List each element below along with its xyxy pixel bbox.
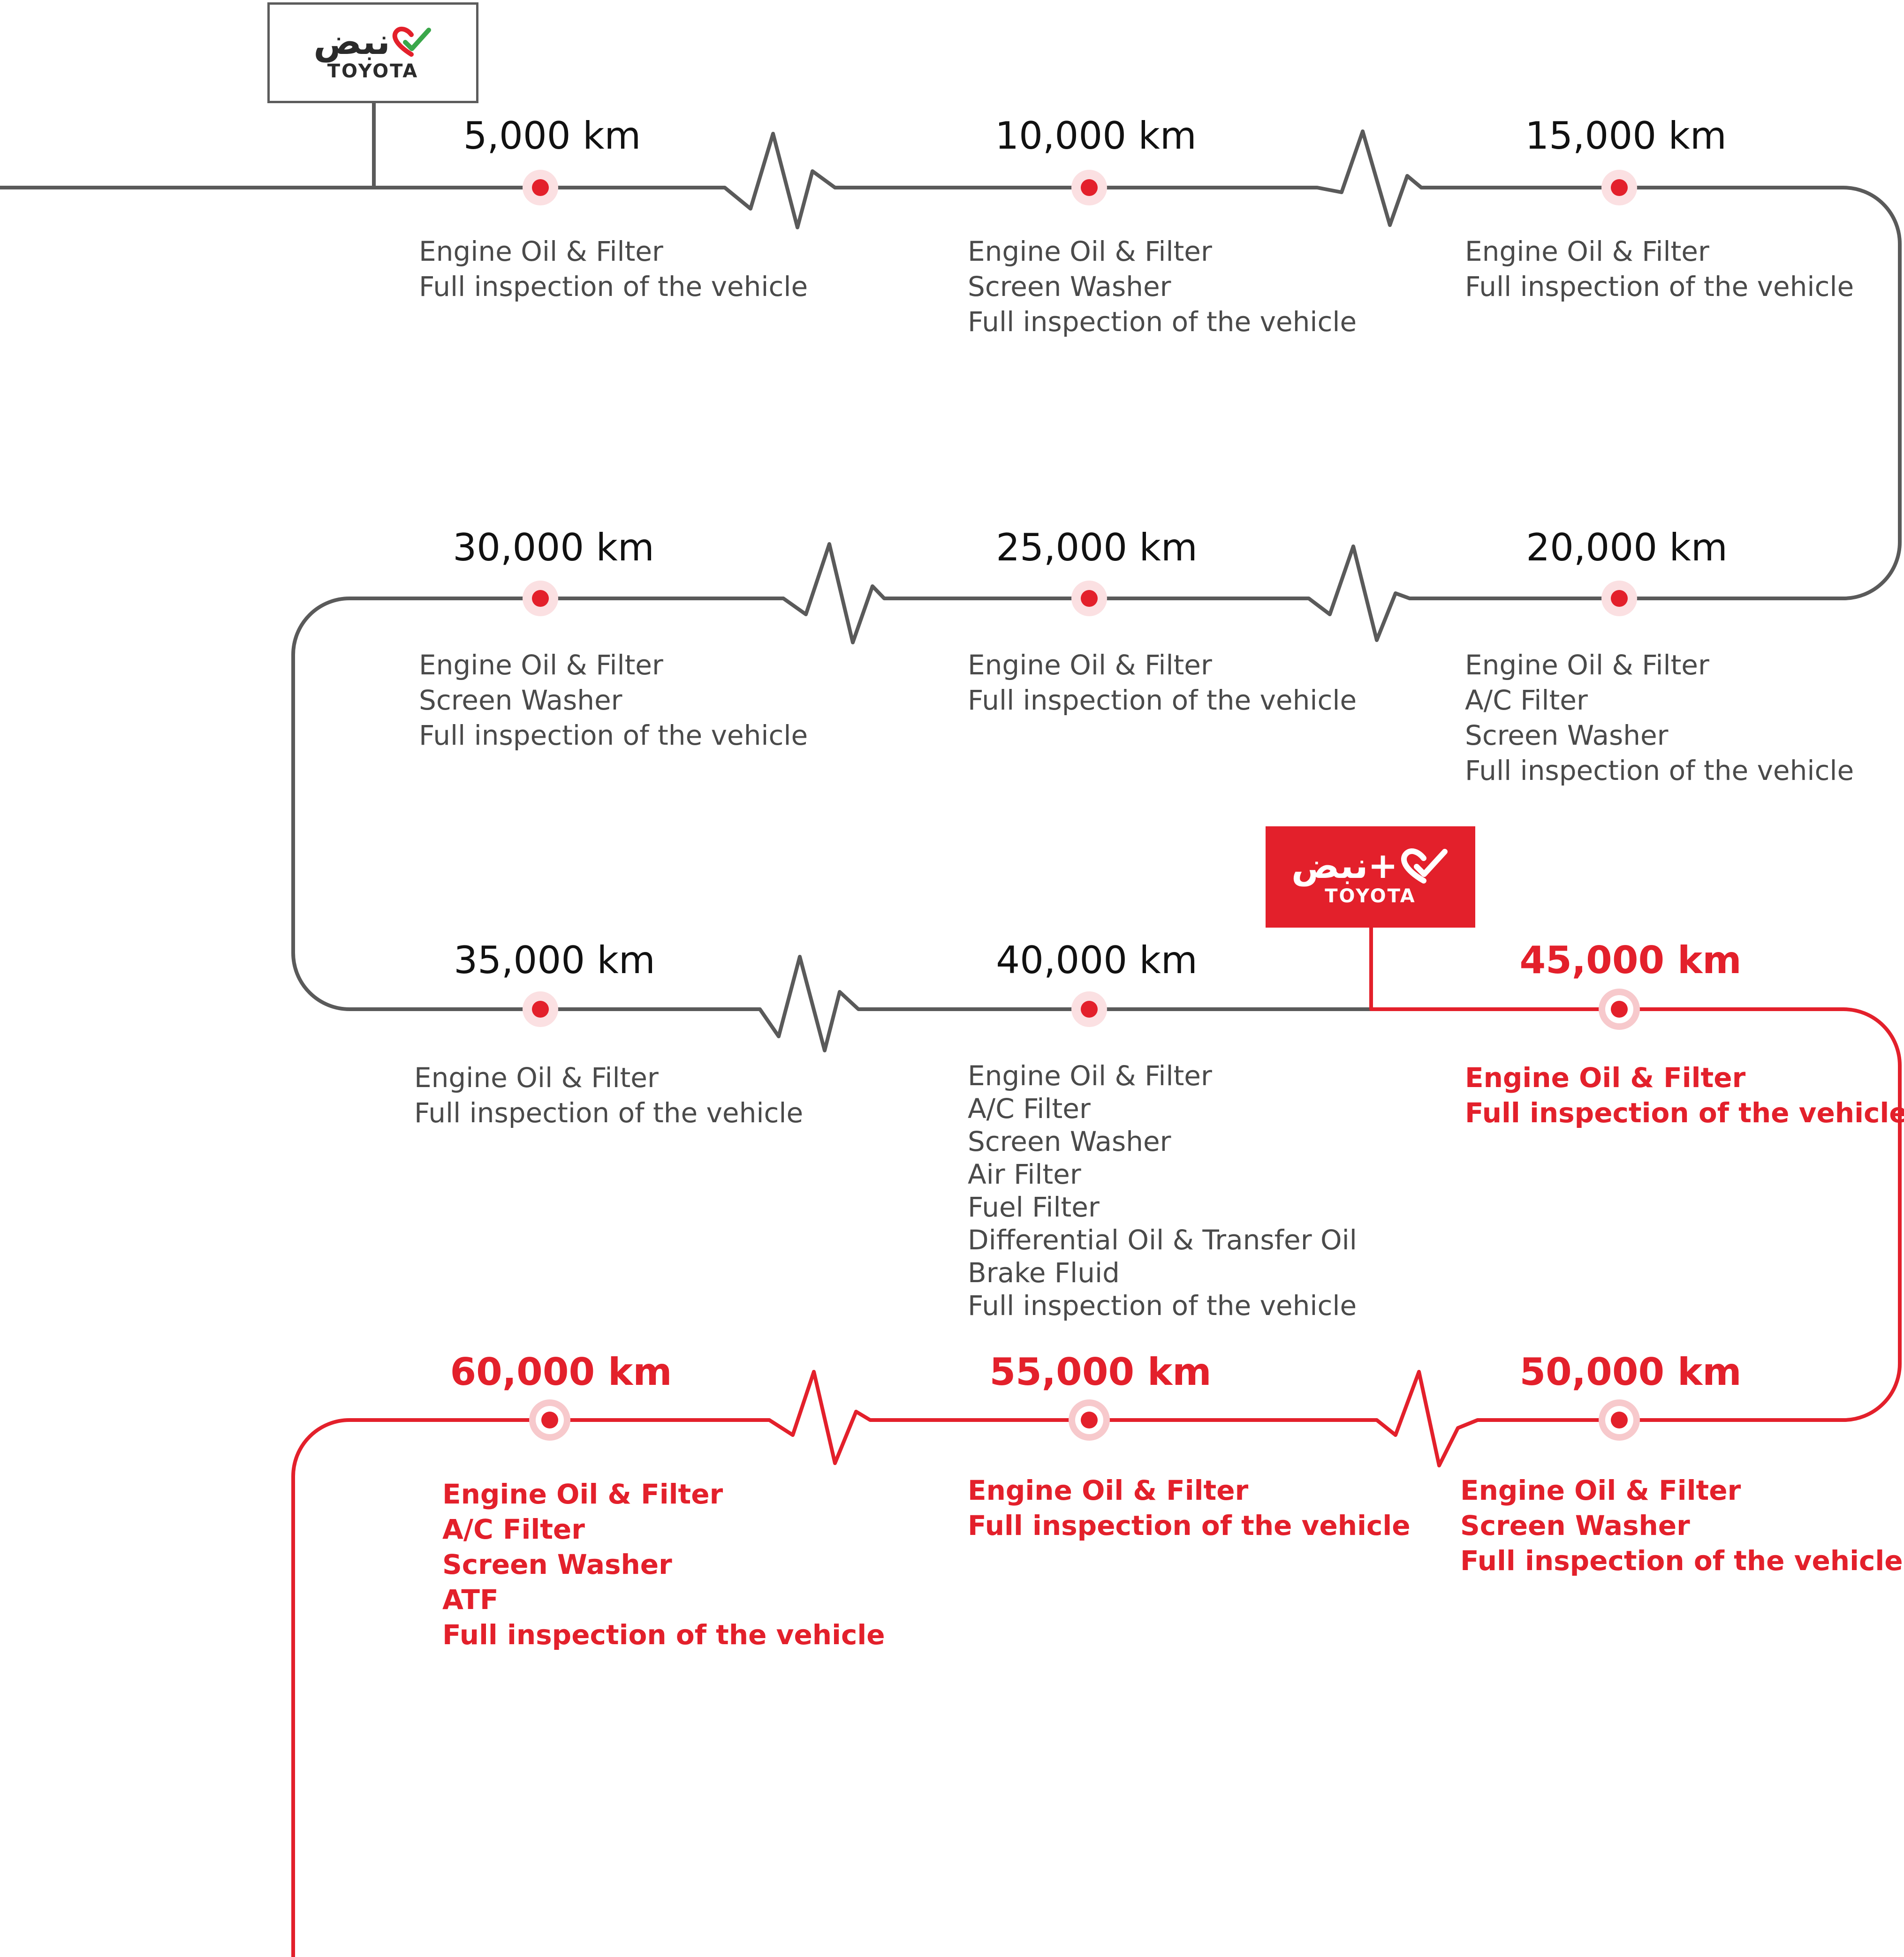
service-item: Full inspection of the vehicle <box>968 684 1357 716</box>
milestone-dot <box>1081 179 1098 196</box>
service-item: Engine Oil & Filter <box>968 1474 1249 1506</box>
service-item: Brake Fluid <box>968 1257 1120 1289</box>
milestone-dot <box>532 1001 549 1018</box>
milestone-label: 30,000 km <box>453 526 654 569</box>
service-item: Engine Oil & Filter <box>442 1478 723 1510</box>
nabd-toyota-logo: نبض TOYOTA <box>267 2 478 103</box>
milestone-items: Engine Oil & Filter Screen Washer Full i… <box>419 648 808 753</box>
service-item: Full inspection of the vehicle <box>968 306 1357 338</box>
heart-check-icon <box>392 26 431 57</box>
milestone-items: Engine Oil & Filter A/C Filter Screen Wa… <box>968 1059 1357 1322</box>
milestone-label: 55,000 km <box>989 1350 1212 1394</box>
service-item: Screen Washer <box>1460 1510 1690 1541</box>
service-item: Engine Oil & Filter <box>1465 649 1709 681</box>
milestone-label: 35,000 km <box>454 938 655 982</box>
service-item: Full inspection of the vehicle <box>1465 271 1854 302</box>
logo-plus-arabic-text: نبض+ <box>1291 845 1398 886</box>
milestone-items: Engine Oil & Filter Screen Washer Full i… <box>1460 1473 1903 1579</box>
heart-check-icon <box>1401 848 1448 884</box>
service-item: Full inspection of the vehicle <box>968 1290 1357 1322</box>
service-item: Engine Oil & Filter <box>968 1060 1212 1092</box>
milestone-label: 50,000 km <box>1519 1350 1742 1394</box>
milestone-dot <box>1611 179 1628 196</box>
logo-arabic-text: نبض <box>313 20 390 62</box>
milestone-dot <box>1611 1001 1628 1018</box>
milestone-label: 10,000 km <box>995 114 1197 158</box>
service-item: Engine Oil & Filter <box>1465 235 1709 267</box>
service-item: Differential Oil & Transfer Oil <box>968 1224 1357 1256</box>
service-item: Full inspection of the vehicle <box>1465 1097 1904 1129</box>
milestone-label: 20,000 km <box>1526 526 1728 569</box>
service-item: Engine Oil & Filter <box>1460 1474 1741 1506</box>
milestone-label: 5,000 km <box>463 114 641 158</box>
milestone-items: Engine Oil & Filter A/C Filter Screen Wa… <box>1465 648 1854 788</box>
service-item: Full inspection of the vehicle <box>1465 755 1854 786</box>
milestone-dot <box>1611 590 1628 607</box>
milestone-dot <box>532 179 549 196</box>
service-item: Full inspection of the vehicle <box>419 271 808 302</box>
service-item: ATF <box>442 1584 499 1616</box>
milestone-label: 60,000 km <box>450 1350 672 1394</box>
milestone-items: Engine Oil & Filter Full inspection of t… <box>968 648 1357 718</box>
track-gray <box>0 129 1902 1052</box>
track-red <box>291 926 1902 1957</box>
milestone-dot <box>532 590 549 607</box>
milestone-label: 15,000 km <box>1525 114 1727 158</box>
service-item: Full inspection of the vehicle <box>968 1510 1411 1541</box>
milestone-dot <box>1081 1412 1098 1428</box>
nabd-plus-toyota-logo: نبض+ TOYOTA <box>1266 826 1475 928</box>
service-item: Screen Washer <box>1465 719 1669 751</box>
milestone-dot <box>1611 1412 1628 1428</box>
milestone-items: Engine Oil & Filter Full inspection of t… <box>414 1060 803 1131</box>
service-item: Full inspection of the vehicle <box>414 1097 804 1129</box>
logo-brand-text: TOYOTA <box>327 60 419 82</box>
service-item: Full inspection of the vehicle <box>442 1619 885 1651</box>
service-item: Screen Washer <box>442 1549 672 1580</box>
service-item: Engine Oil & Filter <box>414 1062 659 1094</box>
milestone-dot <box>1081 590 1098 607</box>
milestone-dot <box>1081 1001 1098 1018</box>
milestone-label: 25,000 km <box>996 526 1198 569</box>
service-item: Engine Oil & Filter <box>419 235 663 267</box>
service-item: Full inspection of the vehicle <box>419 719 808 751</box>
milestone-items: Engine Oil & Filter Full inspection of t… <box>419 234 808 304</box>
milestone-dot <box>541 1412 558 1428</box>
milestone-label: 40,000 km <box>996 938 1198 982</box>
logo-plus-brand-text: TOYOTA <box>1325 885 1416 907</box>
service-item: A/C Filter <box>442 1513 585 1545</box>
service-item: Air Filter <box>968 1158 1081 1190</box>
service-item: Fuel Filter <box>968 1191 1100 1223</box>
service-item: Engine Oil & Filter <box>419 649 663 681</box>
milestone-items: Engine Oil & Filter A/C Filter Screen Wa… <box>442 1477 885 1653</box>
milestone-items: Engine Oil & Filter Full inspection of t… <box>1465 1060 1904 1131</box>
service-item: Screen Washer <box>968 271 1171 302</box>
service-item: A/C Filter <box>1465 684 1588 716</box>
milestone-label: 45,000 km <box>1519 938 1742 982</box>
milestone-items: Engine Oil & Filter Screen Washer Full i… <box>968 234 1357 340</box>
milestone-items: Engine Oil & Filter Full inspection of t… <box>1465 234 1854 304</box>
service-item: Full inspection of the vehicle <box>1460 1545 1903 1577</box>
milestone-items: Engine Oil & Filter Full inspection of t… <box>968 1473 1411 1543</box>
service-item: A/C Filter <box>968 1093 1091 1125</box>
service-item: Screen Washer <box>968 1126 1171 1157</box>
service-item: Engine Oil & Filter <box>968 235 1212 267</box>
service-item: Engine Oil & Filter <box>968 649 1212 681</box>
service-item: Screen Washer <box>419 684 622 716</box>
service-item: Engine Oil & Filter <box>1465 1062 1746 1094</box>
